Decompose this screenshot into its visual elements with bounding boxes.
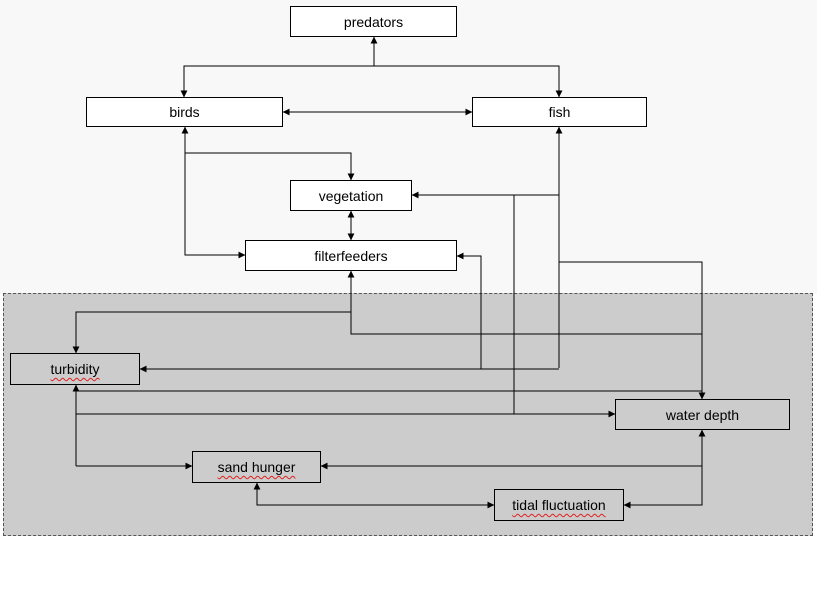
node-fish-label: fish [548,104,571,120]
edge-sandhunger-tidal [253,482,495,509]
edge-waterdepth-tidal [623,429,706,509]
edge-vegetation-loop [76,195,515,415]
node-sand-hunger: sand hunger [192,451,321,483]
node-turbidity: turbidity [10,353,140,385]
node-filterfeeders-label: filterfeeders [314,247,388,264]
node-sand-hunger-label: sand hunger [217,459,296,475]
edge-predators-fish [374,65,563,98]
node-water-depth: water depth [615,399,790,430]
edge-predators-birds [180,65,374,98]
node-vegetation-label: vegetation [318,187,384,204]
node-water-depth-label: water depth [665,406,740,423]
node-predators-label: predators [343,13,404,30]
edge-filterfeeders-loop [347,270,702,335]
node-birds-label: birds [169,104,200,120]
edge-to-filterfeeders [456,252,482,369]
edge-birds-vegetation [185,152,355,181]
node-predators: predators [290,6,457,37]
node-turbidity-label: turbidity [50,361,100,377]
node-fish: fish [472,97,647,127]
node-birds: birds [86,97,283,127]
edge-filterfeeders-turbidity [72,311,351,354]
node-vegetation: vegetation [290,180,412,211]
edge-fish-waterdepth [559,261,706,400]
node-filterfeeders: filterfeeders [245,240,457,271]
edge-birds-filterfeeders [181,126,246,259]
node-tidal-fluctuation: tidal fluctuation [494,489,624,521]
node-tidal-fluctuation-label: tidal fluctuation [512,497,606,513]
